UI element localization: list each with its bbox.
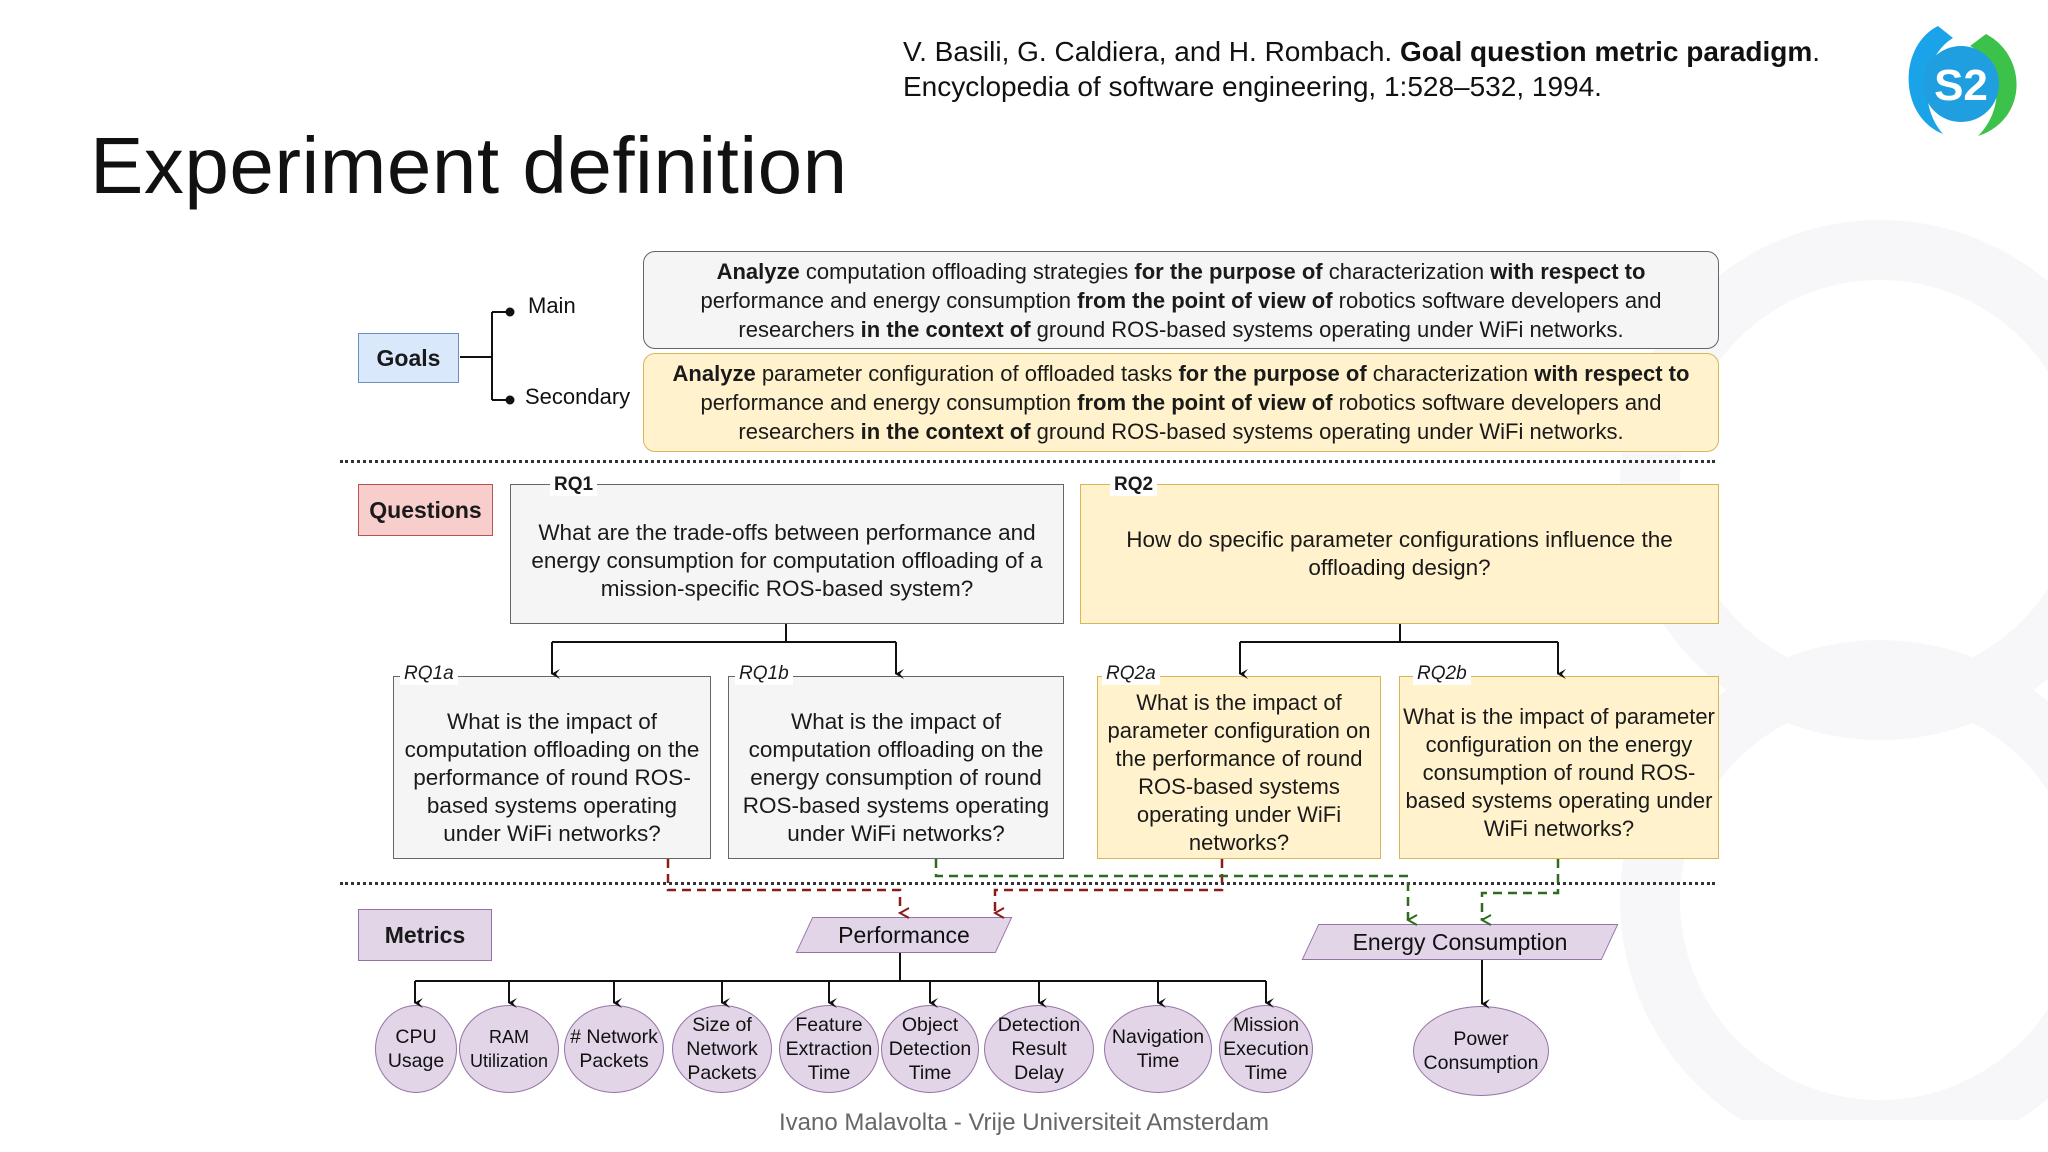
- metric-network-packets: # Network Packets: [564, 1005, 664, 1093]
- metric-power-consumption: Power Consumption: [1413, 1006, 1549, 1096]
- energy-links: [934, 859, 1560, 920]
- citation: V. Basili, G. Caldiera, and H. Rombach. …: [903, 36, 1821, 102]
- goals-tag: Goals: [358, 333, 459, 383]
- performance-metrics-tree: [414, 953, 1274, 1008]
- questions-tag: Questions: [358, 484, 493, 536]
- energy-metric-group: Energy Consumption: [1301, 924, 1619, 960]
- rq1a-box: What is the impact of computation offloa…: [393, 676, 711, 859]
- rq2-box: How do specific parameter configurations…: [1080, 484, 1719, 624]
- watermark-logo: [1620, 220, 2048, 1120]
- metric-cpu-usage: CPU Usage: [375, 1005, 457, 1093]
- metric-object-detection-time: Object Detection Time: [881, 1005, 979, 1093]
- goal-main-dot: [505, 307, 515, 317]
- rq1b-box: What is the impact of computation offloa…: [728, 676, 1064, 859]
- goals-questions-divider: [340, 460, 1715, 463]
- metric-ram-utilization: RAM Utilization: [459, 1005, 559, 1093]
- goal-main-label: Main: [528, 293, 576, 318]
- performance-metric-group: Performance: [795, 917, 1013, 953]
- rq1-title: RQ1: [550, 474, 598, 496]
- metric-mission-execution-time: Mission Execution Time: [1219, 1005, 1313, 1093]
- rq1a-title: RQ1a: [400, 663, 458, 685]
- metric-size-of-network-packets: Size of Network Packets: [672, 1005, 772, 1093]
- s2-logo: S2: [1908, 26, 2017, 136]
- rq1b-title: RQ1b: [735, 663, 793, 685]
- performance-links: [666, 859, 1224, 913]
- goal-secondary-dot: [505, 395, 515, 405]
- goals-tree-lines: [460, 311, 510, 401]
- slide-title: Experiment definition: [90, 121, 848, 210]
- rq2a-title: RQ2a: [1102, 663, 1160, 685]
- rq2b-title: RQ2b: [1413, 663, 1471, 685]
- rq2a-box: What is the impact of parameter configur…: [1097, 676, 1381, 859]
- goal-secondary-box: Analyze parameter configuration of offlo…: [643, 353, 1719, 452]
- goal-main-box: Analyze computation offloading strategie…: [643, 251, 1719, 349]
- footer: Ivano Malavolta - Vrije Universiteit Ams…: [779, 1109, 1269, 1136]
- rq1-box: What are the trade-offs between performa…: [510, 484, 1064, 624]
- rq2-tree-lines: [1239, 624, 1566, 679]
- rq1-tree-lines: [551, 624, 904, 679]
- metric-navigation-time: Navigation Time: [1104, 1005, 1212, 1093]
- logo-text: S2: [1934, 61, 1988, 110]
- rq2b-box: What is the impact of parameter configur…: [1399, 676, 1719, 859]
- rq2-title: RQ2: [1110, 474, 1158, 496]
- metric-detection-result-delay: Detection Result Delay: [984, 1005, 1094, 1093]
- questions-metrics-divider: [340, 882, 1715, 885]
- metrics-tag: Metrics: [358, 909, 492, 961]
- goal-secondary-label: Secondary: [525, 384, 631, 409]
